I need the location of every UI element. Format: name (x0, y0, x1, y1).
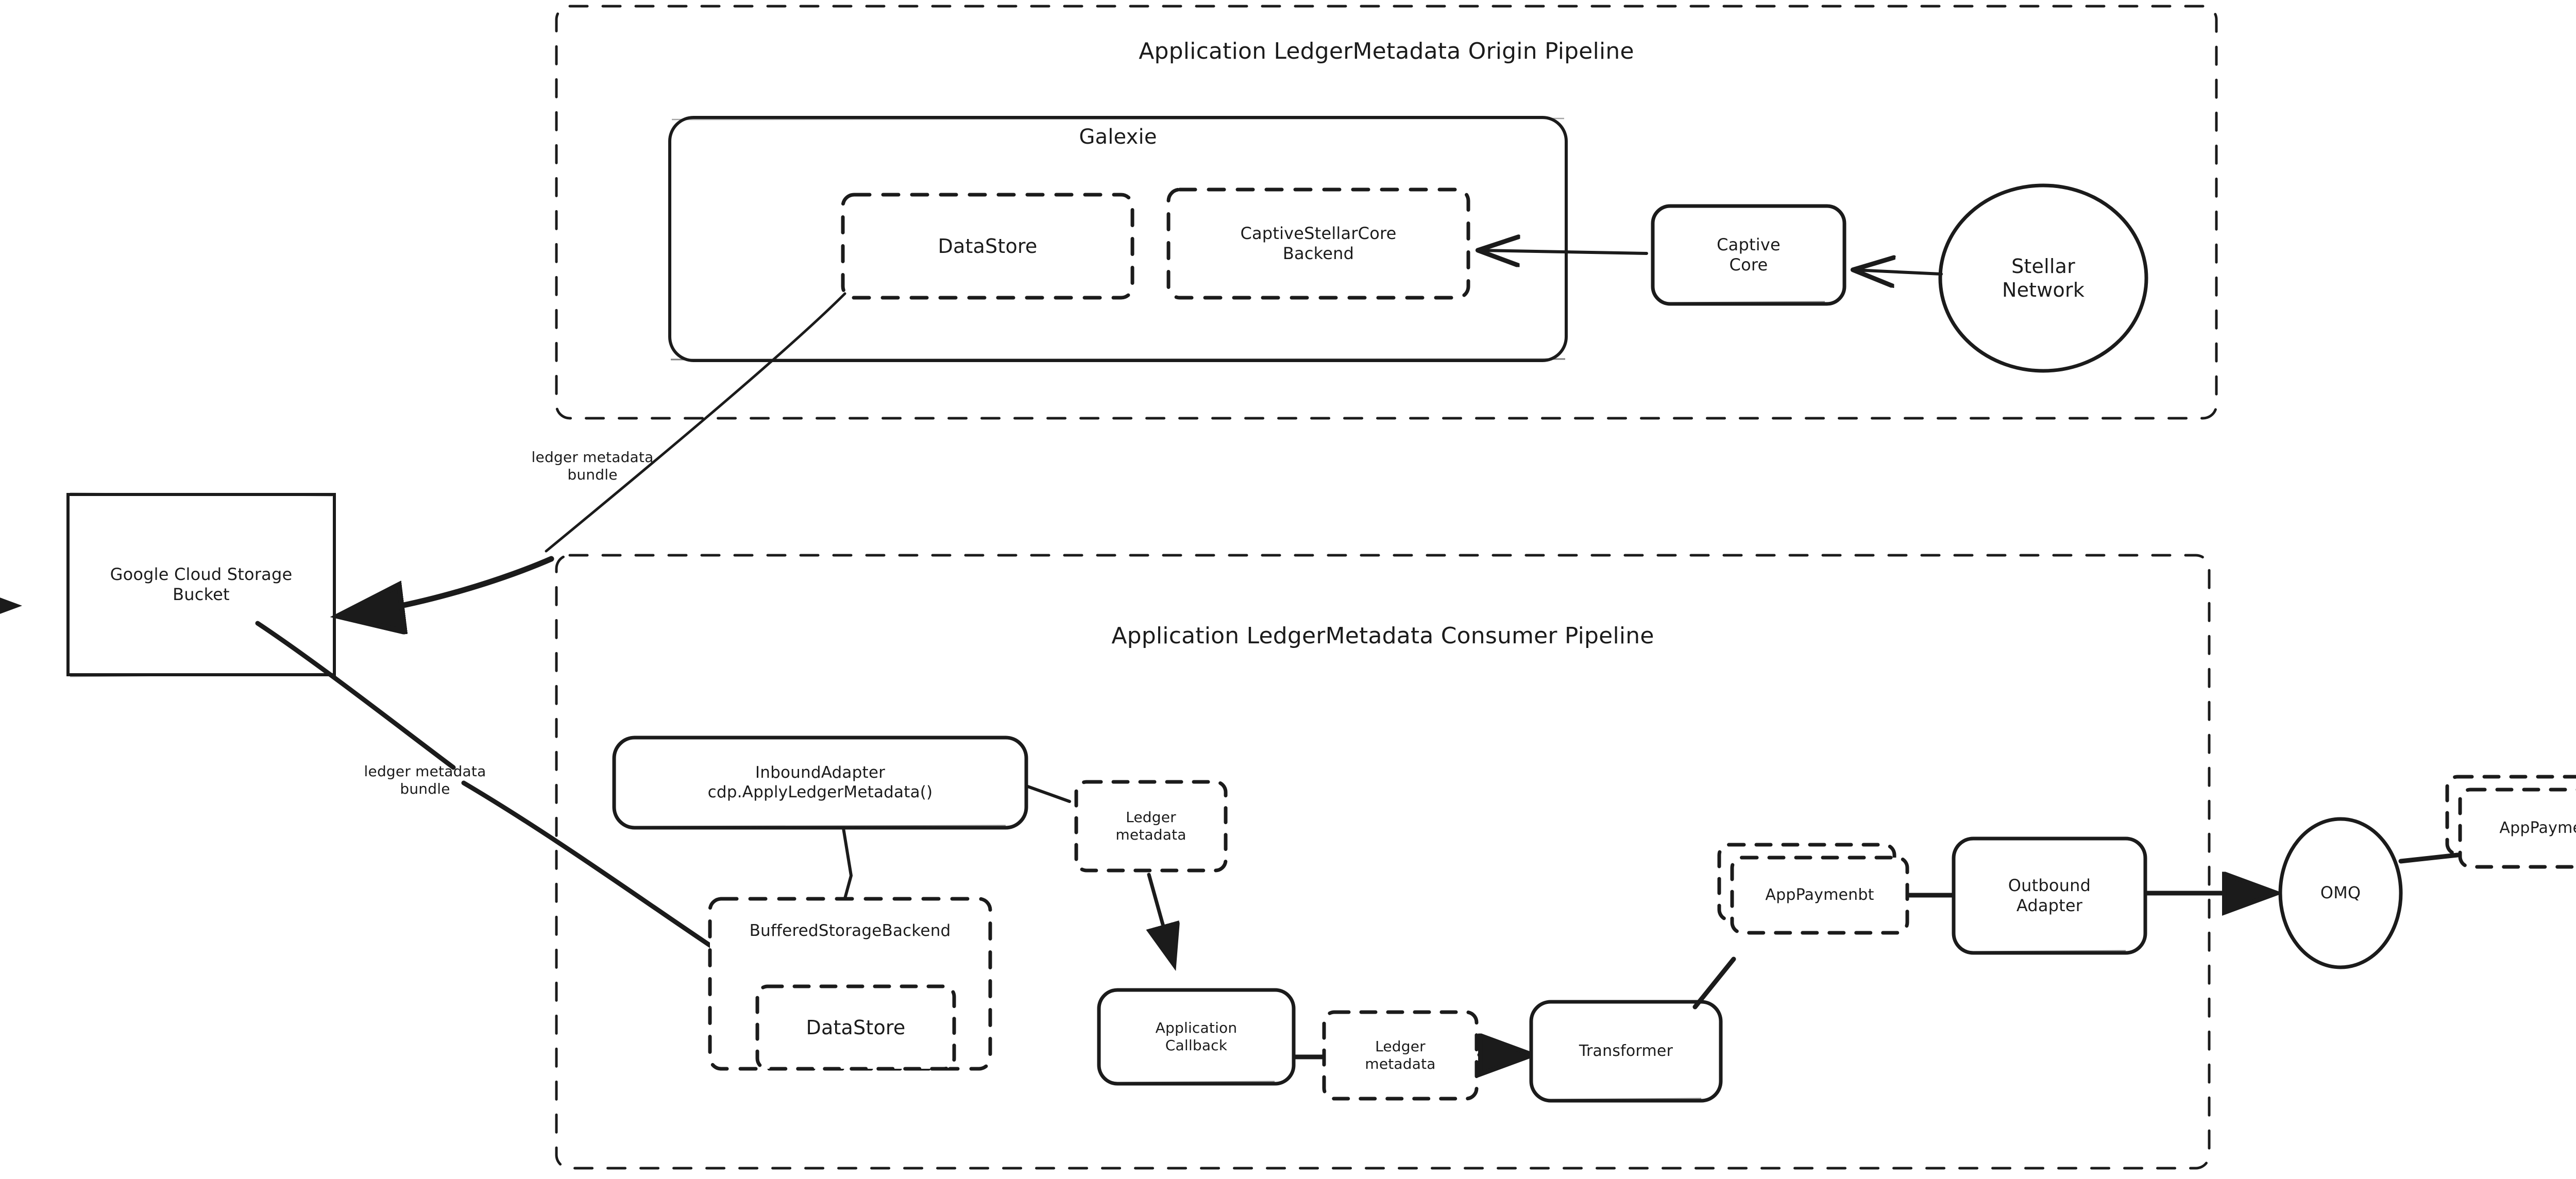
edge-bundle-to-gcs-bucket (343, 556, 554, 616)
ledger-metadata-box-2 (1322, 1010, 1479, 1101)
inbound-adapter-box (612, 736, 1028, 830)
captive-core-box (1651, 204, 1846, 306)
application-callback-box (1097, 988, 1296, 1086)
app-payment-box-2 (2445, 775, 2576, 869)
app-payment-box-1 (1717, 843, 1909, 935)
outbound-adapter-box (1952, 836, 2147, 955)
origin-pipeline-container (555, 5, 2218, 420)
captive-stellar-core-backend-box (1166, 187, 1470, 300)
edge-stellar-to-captive (1855, 270, 1943, 274)
consumer-datastore-box (755, 984, 956, 1071)
edge-inbound-to-buffered (842, 827, 853, 900)
edge-transformer-to-app-payment-1 (1692, 956, 1736, 1010)
edge-omq-to-app-payment-2 (2398, 852, 2460, 864)
edge-origin-datastore-to-label (545, 292, 846, 553)
consumer-pipeline-container (555, 554, 2211, 1170)
edge-gcs-to-consumer-label (255, 621, 456, 770)
edge-captive-to-backend (1480, 250, 1648, 253)
edge-inbound-to-ledger-metadata-1 (1026, 785, 1071, 803)
omq-ellipse (2278, 817, 2403, 969)
edge-ledger-metadata-1-to-callback (1149, 873, 1174, 963)
origin-datastore-box (841, 193, 1134, 300)
stellar-network-ellipse (1938, 183, 2148, 373)
transformer-box (1529, 1000, 1723, 1103)
ledger-metadata-box-1 (1074, 780, 1228, 873)
